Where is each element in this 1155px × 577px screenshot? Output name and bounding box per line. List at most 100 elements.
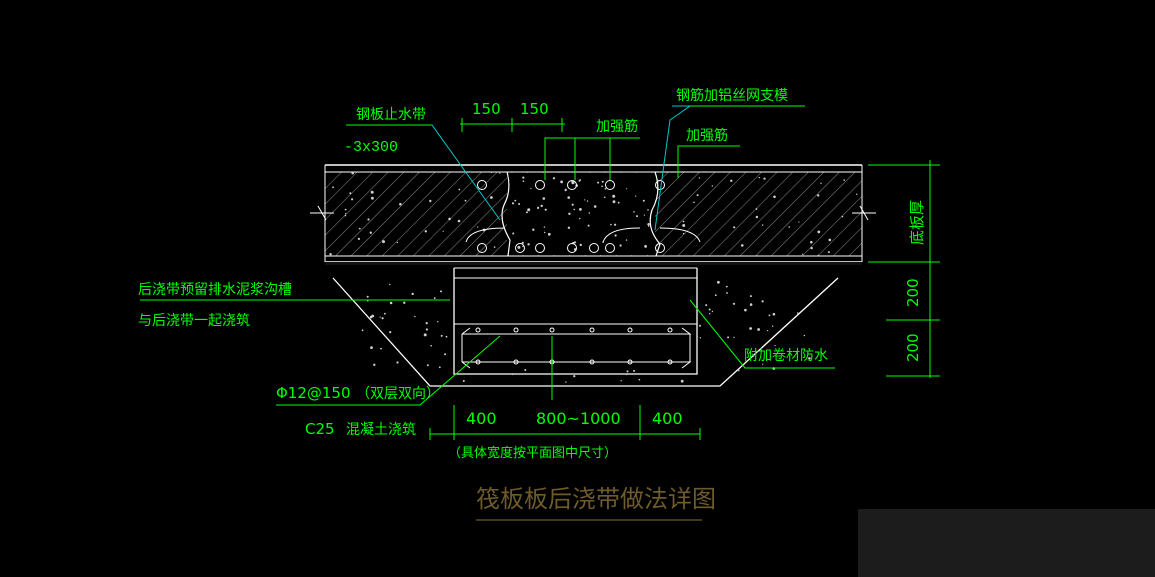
concrete-speck xyxy=(749,327,752,330)
concrete-speck xyxy=(587,224,590,227)
concrete-speck xyxy=(579,217,581,220)
concrete-speck xyxy=(351,171,355,175)
concrete-speck xyxy=(682,224,686,227)
concrete-speck xyxy=(698,177,701,179)
concrete-speck xyxy=(458,188,461,191)
concrete-speck xyxy=(511,373,514,376)
trench-inner xyxy=(453,268,698,375)
rebar-hook-left xyxy=(465,227,506,243)
concrete-speck xyxy=(601,180,604,183)
concrete-speck xyxy=(767,330,769,332)
concrete-speck xyxy=(445,335,448,338)
concrete-speck xyxy=(808,357,811,360)
concrete-speck xyxy=(464,199,467,202)
label-dim-400-left: 400 xyxy=(466,409,497,428)
concrete-speck xyxy=(717,280,720,284)
concrete-speck xyxy=(552,177,556,180)
concrete-speck xyxy=(568,212,571,215)
concrete-speck xyxy=(379,316,381,318)
concrete-speck xyxy=(597,181,600,184)
concrete-speck xyxy=(619,244,622,247)
trench-rebar-dot xyxy=(513,327,519,333)
concrete-speck xyxy=(614,234,617,237)
concrete-speck xyxy=(527,208,531,212)
concrete-speck xyxy=(584,199,586,201)
annotation-texts: 钢板止水带 -3x300 150 150 加强筋 加强筋 钢筋加铝丝网支模 后浇… xyxy=(138,87,926,461)
raft-slab xyxy=(310,164,876,265)
concrete-speck xyxy=(490,171,493,174)
concrete-speck xyxy=(796,312,799,314)
concrete-speck xyxy=(351,198,354,201)
concrete-speck xyxy=(565,381,567,383)
concrete-speck xyxy=(755,208,758,210)
label-trench-line2: 与后浇带一起浇筑 xyxy=(138,313,250,329)
concrete-speck xyxy=(332,186,334,189)
concrete-speck xyxy=(371,196,374,200)
label-dim-200-upper: 200 xyxy=(904,278,922,307)
trench-rebar-bottom xyxy=(461,361,692,369)
concrete-speck xyxy=(588,212,591,214)
concrete-speck xyxy=(345,213,347,215)
concrete-speck xyxy=(440,334,443,337)
trench-rebar-dot xyxy=(627,359,633,365)
concrete-speck xyxy=(344,214,347,217)
trench-rebar-dot xyxy=(589,359,595,365)
drainage-trench xyxy=(329,171,858,387)
concrete-speck xyxy=(603,196,606,199)
concrete-speck xyxy=(425,328,428,331)
concrete-speck xyxy=(578,180,581,182)
concrete-speck xyxy=(573,375,576,378)
concrete-speck xyxy=(457,219,461,223)
label-concrete-note: 混凝土浇筑 xyxy=(346,422,416,438)
concrete-speck xyxy=(349,192,352,195)
concrete-speck xyxy=(730,179,733,182)
trench-rebar-dot xyxy=(475,359,481,365)
concrete-speck xyxy=(579,208,582,211)
concrete-speck xyxy=(571,203,574,206)
concrete-speck xyxy=(696,194,699,197)
rebar-bottom xyxy=(515,243,525,253)
concrete-speck xyxy=(442,230,444,232)
label-concrete-grade: C25 xyxy=(305,420,335,438)
concrete-speck xyxy=(788,226,790,228)
trench-rebar-top xyxy=(461,327,692,335)
label-mesh-support: 钢筋加铝丝网支模 xyxy=(676,87,788,104)
concrete-speck xyxy=(626,370,629,373)
concrete-speck xyxy=(373,363,376,366)
concrete-speck xyxy=(524,369,527,371)
concrete-speck xyxy=(736,368,740,372)
trench-rebar-dot xyxy=(589,327,595,333)
concrete-speck xyxy=(648,225,650,227)
concrete-speck xyxy=(499,172,501,174)
joint-edge-right xyxy=(649,171,661,257)
joint-edge-left xyxy=(501,171,511,257)
concrete-speck xyxy=(682,220,685,223)
concrete-speck xyxy=(518,203,521,205)
concrete-speck xyxy=(733,336,735,339)
rebar-bottom xyxy=(655,243,665,253)
concrete-speck xyxy=(732,302,736,305)
concrete-speck xyxy=(381,317,384,320)
concrete-speck xyxy=(522,176,525,179)
concrete-speck xyxy=(429,199,432,203)
concrete-speck xyxy=(344,208,347,211)
concrete-speck xyxy=(369,231,372,234)
concrete-speck xyxy=(382,240,385,244)
concrete-speck xyxy=(462,380,465,382)
leader-rebar-1a xyxy=(544,137,640,155)
concrete-speck xyxy=(604,188,607,190)
concrete-speck xyxy=(367,300,369,302)
concrete-speck xyxy=(511,202,515,205)
label-slab-thickness: 底板厚 xyxy=(908,200,926,245)
trench-rebar-dot xyxy=(549,327,555,333)
rebar-bottom xyxy=(535,243,545,253)
concrete-speck xyxy=(714,294,717,297)
concrete-speck xyxy=(367,218,370,221)
label-dim-400-right: 400 xyxy=(652,409,683,428)
concrete-speck xyxy=(512,232,515,235)
concrete-speck xyxy=(638,378,641,381)
concrete-speck xyxy=(396,241,399,244)
concrete-speck xyxy=(817,194,820,197)
concrete-speck xyxy=(526,211,528,214)
concrete-speck xyxy=(567,196,570,199)
